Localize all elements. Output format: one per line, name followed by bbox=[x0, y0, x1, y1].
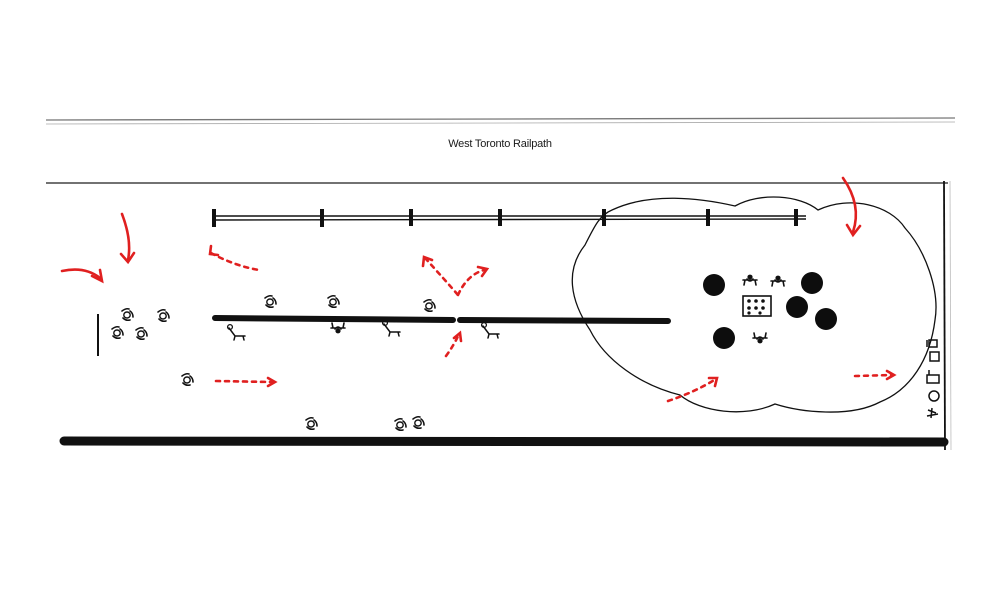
flow-arrow-icon bbox=[209, 251, 893, 403]
fence bbox=[212, 209, 807, 227]
tree-canopy-icon bbox=[571, 196, 937, 413]
right-boundary bbox=[943, 180, 946, 451]
legend-icon bbox=[926, 339, 940, 419]
flow-arrow-icon bbox=[60, 176, 862, 284]
planters bbox=[703, 272, 837, 349]
table-icon bbox=[742, 295, 772, 317]
top-rail-line-1 bbox=[45, 117, 956, 121]
top-rail-line-2 bbox=[45, 121, 956, 125]
railpath-label: West Toronto Railpath bbox=[448, 138, 552, 150]
bottom-wall bbox=[59, 436, 949, 447]
central-bench bbox=[212, 315, 671, 324]
